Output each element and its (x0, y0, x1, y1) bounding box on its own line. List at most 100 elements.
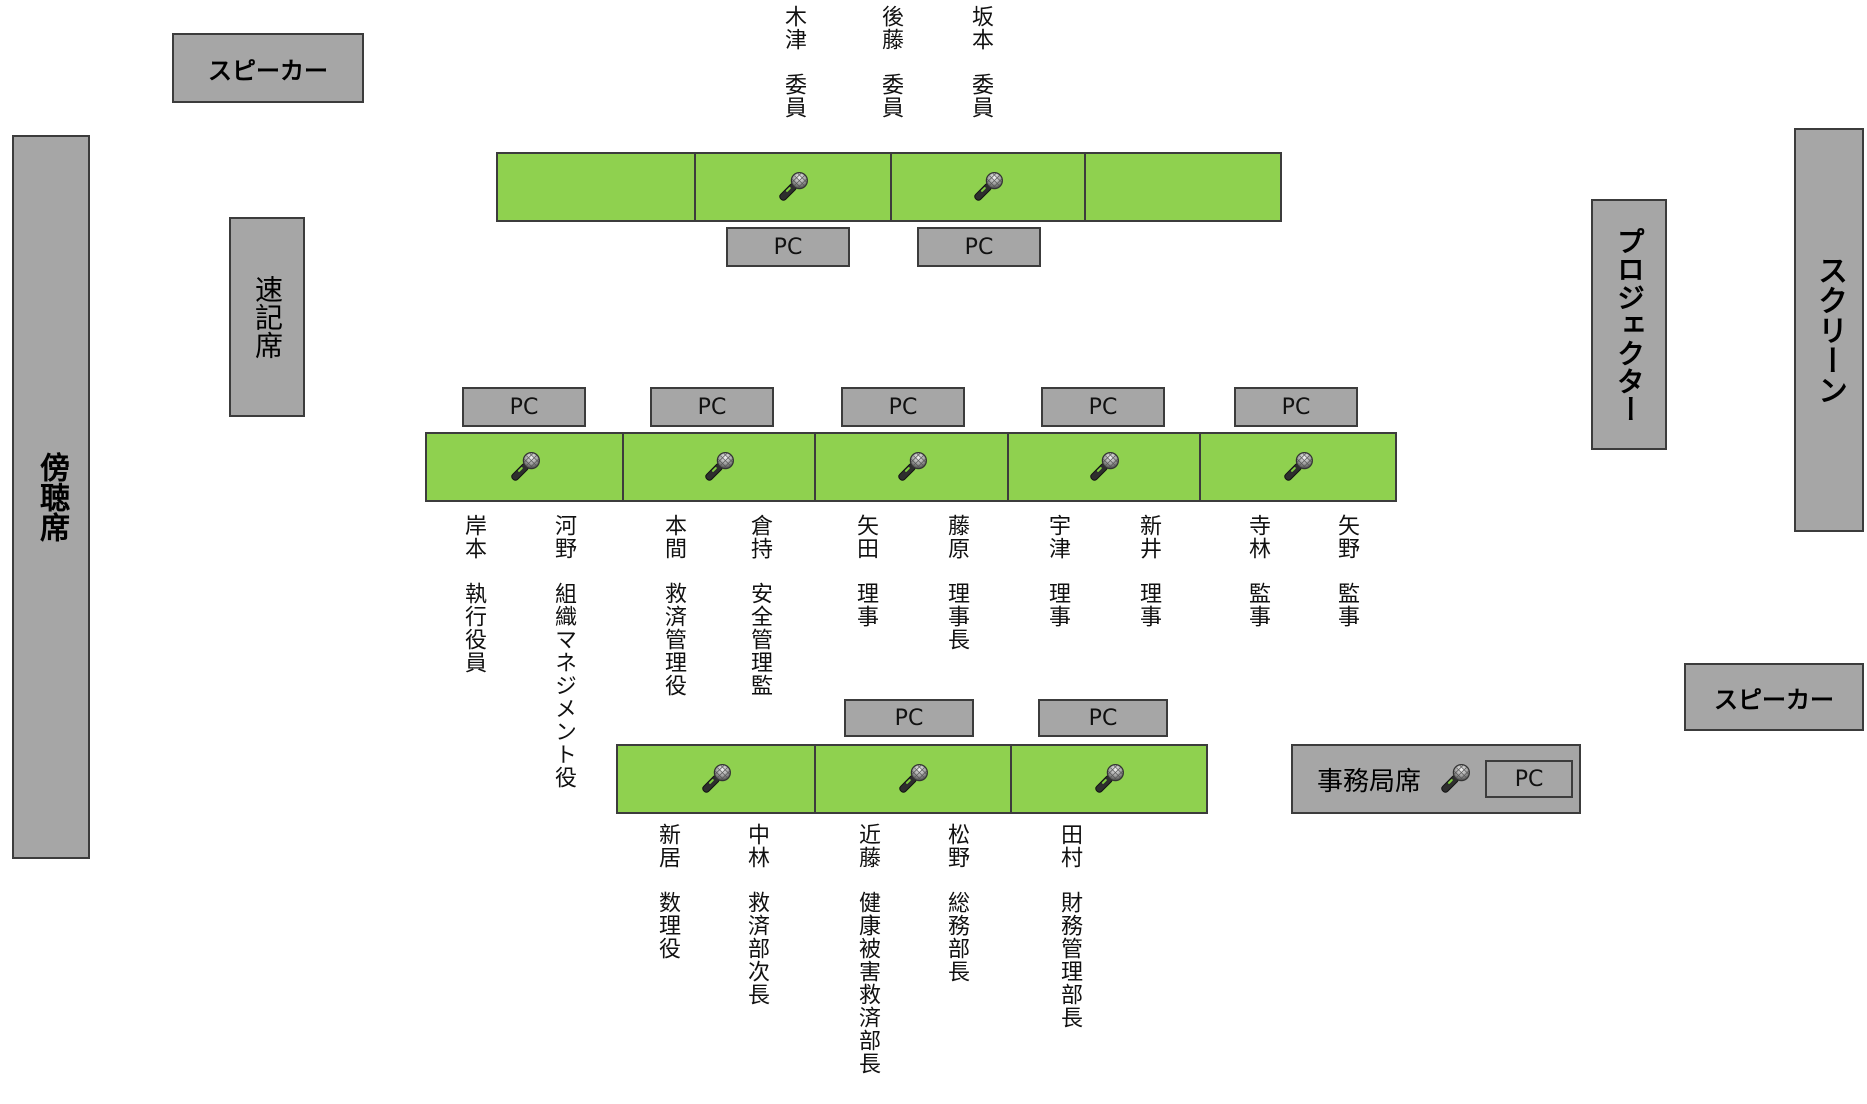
officer-pc: PC (1234, 387, 1358, 427)
officer: 本間救済管理役 (661, 514, 686, 697)
person-title: 執行役員 (461, 582, 486, 674)
staff-pc: PC (1038, 699, 1168, 737)
committee-pc: PC (726, 227, 850, 267)
screen-label: スクリーン (1812, 255, 1847, 405)
person-title: 理事 (1045, 582, 1070, 628)
pc-label: PC (1088, 705, 1118, 731)
table-segment (890, 152, 1086, 222)
person-name: 後藤 (878, 5, 903, 51)
person-title: 監事 (1245, 582, 1270, 628)
table-segment (1084, 152, 1282, 222)
person-title: 理事長 (944, 582, 969, 651)
person-title: 組織マネジメント役 (551, 582, 576, 789)
gallery-seats: 傍聴席 (12, 135, 90, 859)
committee-member: 木津委員 (781, 5, 806, 119)
secretariat-pc-label: PC (1514, 766, 1544, 792)
pc-label: PC (697, 394, 727, 420)
officer-pc: PC (841, 387, 965, 427)
table-segment (425, 432, 624, 502)
gallery-label: 傍聴席 (34, 452, 69, 542)
microphone-icon (1084, 447, 1124, 487)
table-segment (814, 744, 1012, 814)
person-title: 救済部次長 (744, 891, 769, 1006)
person-name: 坂本 (968, 5, 993, 51)
staff-member: 松野総務部長 (944, 823, 969, 983)
person-name: 本間 (661, 514, 686, 560)
projector-label: プロジェクター (1613, 226, 1646, 423)
person-title: 委員 (968, 73, 993, 119)
officer: 矢田理事 (853, 514, 878, 628)
table-segment (622, 432, 816, 502)
microphone-icon (1089, 759, 1129, 799)
person-name: 新井 (1136, 514, 1161, 560)
staff-member: 中林救済部次長 (744, 823, 769, 1006)
officer: 河野組織マネジメント役 (551, 514, 576, 789)
staff-member: 近藤健康被害救済部長 (855, 823, 880, 1075)
committee-table (496, 152, 1282, 222)
officer: 矢野監事 (1334, 514, 1359, 628)
pc-label: PC (888, 394, 918, 420)
secretariat-pc: PC (1485, 760, 1574, 798)
officer-pc: PC (462, 387, 586, 427)
person-title: 理事 (853, 582, 878, 628)
person-title: 理事 (1136, 582, 1161, 628)
person-name: 矢野 (1334, 514, 1359, 560)
table-segment (1010, 744, 1208, 814)
officer: 藤原理事長 (944, 514, 969, 651)
microphone-icon (505, 447, 545, 487)
person-title: 委員 (878, 73, 903, 119)
speaker-left-label: スピーカー (208, 56, 328, 85)
officers-table (425, 432, 1397, 502)
person-title: 救済管理役 (661, 582, 686, 697)
table-segment (616, 744, 816, 814)
microphone-icon (699, 447, 739, 487)
person-title: 健康被害救済部長 (855, 891, 880, 1075)
person-title: 監事 (1334, 582, 1359, 628)
table-segment (814, 432, 1009, 502)
person-name: 松野 (944, 823, 969, 869)
table-segment (1007, 432, 1201, 502)
speaker-right: スピーカー (1684, 663, 1864, 731)
table-segment (1199, 432, 1397, 502)
person-name: 矢田 (853, 514, 878, 560)
secretariat-seat: 事務局席 PC (1291, 744, 1581, 814)
person-name: 寺林 (1245, 514, 1270, 560)
projector: プロジェクター (1591, 199, 1667, 450)
person-title: 安全管理監 (747, 582, 772, 697)
person-name: 岸本 (461, 514, 486, 560)
microphone-icon (968, 167, 1008, 207)
person-name: 木津 (781, 5, 806, 51)
staff-member: 新居数理役 (655, 823, 680, 960)
officer-pc: PC (650, 387, 774, 427)
microphone-icon (893, 759, 933, 799)
person-name: 近藤 (855, 823, 880, 869)
person-name: 藤原 (944, 514, 969, 560)
speaker-right-label: スピーカー (1714, 685, 1834, 714)
committee-member: 坂本委員 (968, 5, 993, 119)
microphone-icon (1278, 447, 1318, 487)
stenographer-label: 速記席 (251, 275, 284, 359)
person-title: 総務部長 (944, 891, 969, 983)
secretariat-label: 事務局席 (1317, 766, 1422, 797)
officer: 寺林監事 (1245, 514, 1270, 628)
person-name: 中林 (744, 823, 769, 869)
microphone-icon (892, 447, 932, 487)
microphone-icon (1435, 759, 1475, 799)
person-title: 財務管理部長 (1057, 891, 1082, 1029)
officer: 岸本執行役員 (461, 514, 486, 674)
pc-label: PC (1088, 394, 1118, 420)
person-name: 河野 (551, 514, 576, 560)
person-name: 田村 (1057, 823, 1082, 869)
pc-label: PC (773, 234, 803, 260)
screen: スクリーン (1794, 128, 1864, 532)
officer: 新井理事 (1136, 514, 1161, 628)
person-name: 倉持 (747, 514, 772, 560)
stenographer-seat: 速記席 (229, 217, 305, 417)
officer-pc: PC (1041, 387, 1165, 427)
officer: 倉持安全管理監 (747, 514, 772, 697)
staff-member: 田村財務管理部長 (1057, 823, 1082, 1029)
speaker-left: スピーカー (172, 33, 364, 103)
officer: 宇津理事 (1045, 514, 1070, 628)
table-segment (694, 152, 892, 222)
committee-pc: PC (917, 227, 1041, 267)
